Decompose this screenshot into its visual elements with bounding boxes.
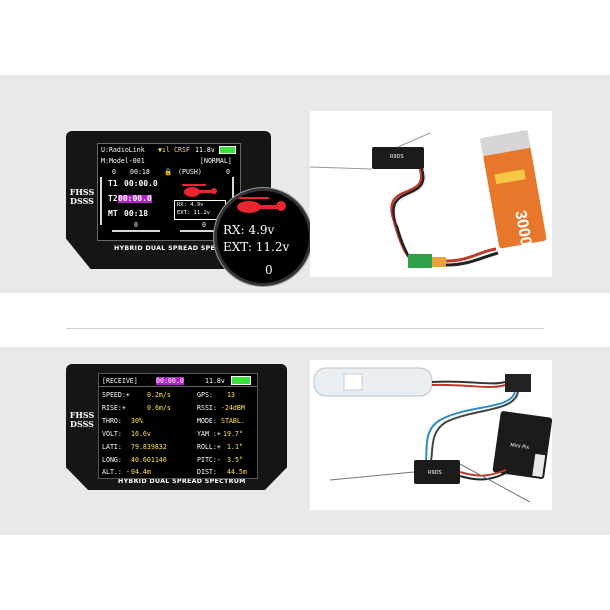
brand-line-1: FHSS xyxy=(69,410,95,420)
counter-right: 0 xyxy=(226,168,230,176)
magnified-helicopter-icon xyxy=(231,197,286,213)
trim-bar-left xyxy=(100,177,102,225)
row-left-label: RISE:+ xyxy=(102,404,126,412)
trim-bar-bottom-left xyxy=(112,230,160,232)
brand-line-2: DSSS xyxy=(70,196,94,206)
battery-icon xyxy=(231,376,251,385)
timer-top: 00:18 xyxy=(130,168,150,176)
row-right-label: DIST: xyxy=(197,468,217,476)
row-left-value: 04.4m xyxy=(131,468,151,476)
row-right-label: GPS: xyxy=(197,391,213,399)
divider-line xyxy=(66,328,544,329)
lock-icon: 🔒 xyxy=(164,168,173,176)
row-left-value: 0.6m/s xyxy=(147,404,171,412)
row-right-label: YAM :+ xyxy=(197,430,221,438)
bottom-right-value: 0 xyxy=(202,221,206,229)
row-left-value: 30% xyxy=(131,417,143,425)
row-right-label: PITC:- xyxy=(197,456,221,464)
row-right-label: MODE: xyxy=(197,417,217,425)
row-right-value: 13 xyxy=(227,391,235,399)
receiver-label: R9DS xyxy=(390,154,404,160)
row-left-value: 79.839832 xyxy=(131,443,167,451)
row-left-label: THRO: xyxy=(102,417,122,425)
helicopter-icon xyxy=(182,184,217,197)
brand-line-2: DSSS xyxy=(70,419,94,429)
row-left-label: VOLT: xyxy=(102,430,122,438)
battery-voltage: 11.8v xyxy=(205,377,225,385)
link-type: CRSF xyxy=(174,146,190,154)
push-label: (PUSH) xyxy=(178,168,202,176)
flight-controller-label: Mini Pix xyxy=(510,442,530,451)
battery-icon xyxy=(219,146,236,154)
magnified-rx-voltage: RX: 4.9v xyxy=(223,223,275,237)
row-right-value: 19.7° xyxy=(223,430,243,438)
row-right-label: RSSI: xyxy=(197,404,217,412)
receive-tag: [RECEIVE] xyxy=(102,377,138,385)
mt-label: MT xyxy=(108,209,118,218)
t2-value: 00:00.0 xyxy=(118,194,152,203)
flight-controller-illustration: Mini Pix R9DS xyxy=(313,367,552,503)
t1-label: T1 xyxy=(108,179,118,188)
row-right-value: -24dBM xyxy=(221,404,245,412)
voltage-sensor xyxy=(408,254,432,268)
model-line: U:RadioLink xyxy=(101,146,145,154)
gps-module xyxy=(313,367,433,397)
row-left-label: LONG: xyxy=(102,456,122,464)
mt-value: 00:18 xyxy=(124,209,149,218)
flight-controller-board: Mini Pix xyxy=(492,411,552,479)
battery-pack: 3000 xyxy=(480,130,547,249)
caption-2: HYBRID DUAL SPREAD SPECTRUM xyxy=(118,478,246,485)
rx-voltage-small: RX: 4.9v xyxy=(177,202,204,208)
row-right-value: 1.1° xyxy=(227,443,243,451)
magnified-ext-voltage: EXT: 11.2v xyxy=(223,240,290,254)
lcd-screen-2: [RECEIVE] 00:00.0 11.8v SPEED:+ 0.2m/s G… xyxy=(98,373,258,479)
t2-label: T2 xyxy=(108,194,118,203)
receiver-body-2 xyxy=(414,460,460,484)
photo-flight-controller: Mini Pix R9DS xyxy=(310,360,552,510)
header-time: 00:00.0 xyxy=(156,377,184,385)
telemetry-module xyxy=(505,374,531,392)
ext-voltage-small: EXT: 11.2v xyxy=(177,210,211,216)
row-right-value: 3.5° xyxy=(227,456,243,464)
header-separator xyxy=(99,386,257,387)
row-left-value: 16.6v xyxy=(131,430,151,438)
row-right-label: ROLL:+ xyxy=(197,443,221,451)
battery-voltage: 11.8v xyxy=(195,146,215,154)
signal-icon: ▼ıl xyxy=(158,146,170,154)
t1-value: 00:00.0 xyxy=(124,179,158,188)
receiver-label-2: R9DS xyxy=(428,470,442,476)
receiver-battery-illustration: R9DS 3000 xyxy=(310,130,547,268)
row-right-value: STABL. xyxy=(221,417,245,425)
magnified-bottom-value: 0 xyxy=(265,263,273,277)
caption-1: HYBRID DUAL SPREAD SPECTRUM xyxy=(114,245,242,252)
row-right-value: 44.5m xyxy=(227,468,247,476)
model-name: M:Model-001 xyxy=(101,157,145,165)
battery-label: 3000 xyxy=(511,209,534,247)
row-left-label: ALT.: - xyxy=(102,468,130,476)
mode-label: [NORMAL] xyxy=(200,157,232,165)
row-left-value: 40.601140 xyxy=(131,456,167,464)
bottom-left-value: 0 xyxy=(134,221,138,229)
fhss-dsss-logo-1: FHSS DSSS xyxy=(68,188,96,206)
brand-line-1: FHSS xyxy=(69,187,95,197)
row-left-value: 0.2m/s xyxy=(147,391,171,399)
magnifier-circle: RX: 4.9v EXT: 11.2v 0 xyxy=(214,188,312,286)
receiver-body xyxy=(372,147,424,169)
fhss-dsss-logo-2: FHSS DSSS xyxy=(68,411,96,429)
row-left-label: LATI: xyxy=(102,443,122,451)
counter-left: 0 xyxy=(112,168,116,176)
row-left-label: SPEED:+ xyxy=(102,391,130,399)
trim-bar-bottom-right xyxy=(180,230,228,232)
photo-receiver-battery: R9DS 3000 xyxy=(310,111,552,277)
